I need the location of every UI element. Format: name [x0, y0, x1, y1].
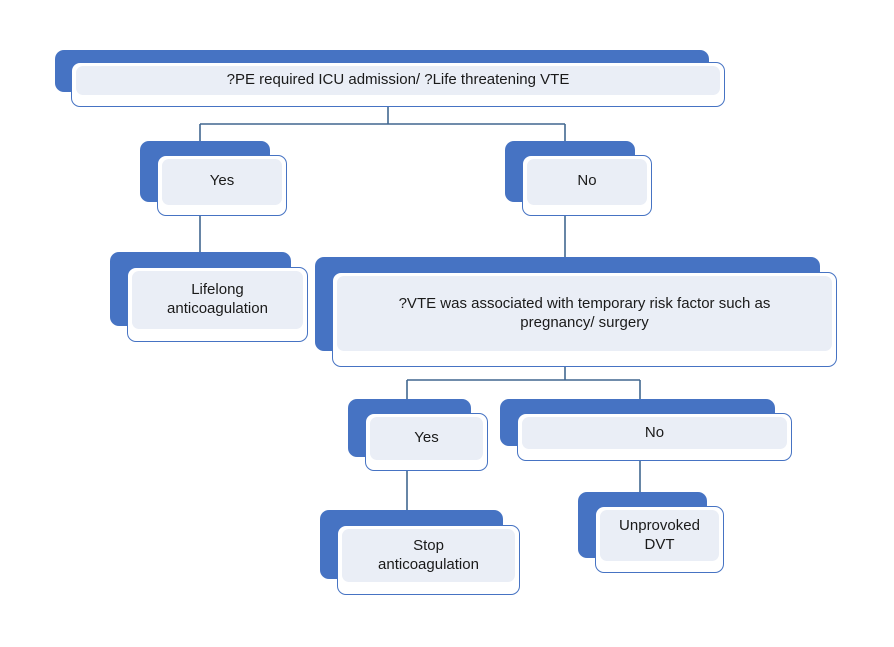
node-label: Yes — [414, 429, 439, 447]
node-no-risk-factor[interactable]: No — [500, 399, 792, 462]
node-label: Unprovoked DVT — [619, 516, 700, 553]
node-label: Lifelong anticoagulation — [167, 280, 268, 317]
node-no-icu[interactable]: No — [505, 141, 652, 217]
node-yes-risk-factor[interactable]: Yes — [348, 399, 488, 472]
node-fill — [337, 276, 832, 351]
node-fill — [527, 159, 647, 205]
node-fill — [342, 529, 515, 582]
node-fill — [522, 417, 787, 449]
node-label: Yes — [209, 172, 235, 190]
node-lifelong-anticoagulation[interactable]: Lifelong anticoagulation — [110, 252, 308, 342]
node-fill — [162, 159, 282, 205]
node-label: ?PE required ICU admission/ ?Life threat… — [226, 71, 570, 89]
node-fill — [76, 66, 720, 95]
node-fill — [600, 510, 719, 561]
node-yes-icu[interactable]: Yes — [140, 141, 287, 217]
node-fill — [370, 417, 483, 460]
node-fill — [132, 271, 303, 329]
node-label: ?VTE was associated with temporary risk … — [398, 294, 771, 331]
node-unprovoked-dvt[interactable]: Unprovoked DVT — [578, 492, 724, 574]
node-label: No — [577, 172, 597, 190]
node-label: Stop anticoagulation — [378, 536, 479, 573]
node-stop-anticoagulation[interactable]: Stop anticoagulation — [320, 510, 520, 595]
node-pe-icu-question[interactable]: ?PE required ICU admission/ ?Life threat… — [55, 50, 725, 107]
node-temporary-risk-factor-question[interactable]: ?VTE was associated with temporary risk … — [315, 257, 837, 367]
node-label: No — [644, 424, 665, 442]
